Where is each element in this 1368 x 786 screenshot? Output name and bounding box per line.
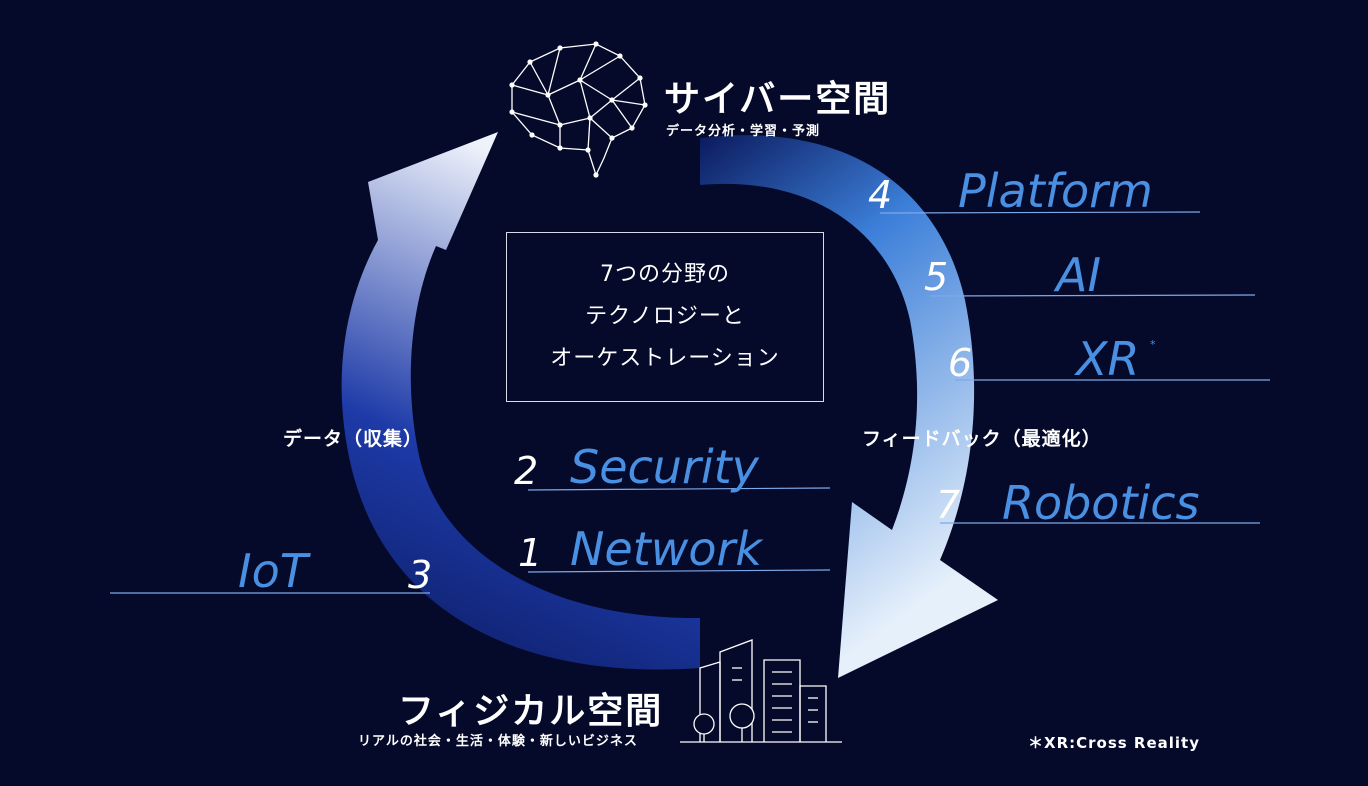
- tech-underlines: [110, 211, 1270, 594]
- center-line-3: オーケストレーション: [550, 346, 780, 371]
- cyber-space-subtitle: データ分析・学習・予測: [666, 124, 821, 139]
- tech-6-number: 6: [948, 341, 973, 385]
- tech-1-number: 1: [518, 531, 543, 575]
- feedback-label: フィードバック（最適化）: [862, 428, 1102, 450]
- tech-5-name: AI: [1056, 248, 1102, 302]
- center-box: 7つの分野の テクノロジーと オーケストレーション: [506, 232, 824, 402]
- tech-5-number: 5: [924, 255, 949, 299]
- feedback-arrow: [700, 135, 998, 679]
- center-line-1: 7つの分野の: [600, 262, 730, 287]
- tech-1-name: Network: [570, 522, 763, 576]
- city-buildings-icon: [680, 639, 842, 743]
- tech-4-name: Platform: [958, 164, 1153, 218]
- physical-space-subtitle: リアルの社会・生活・体験・新しいビジネス: [358, 734, 638, 749]
- tech-7-number: 7: [936, 483, 961, 527]
- center-line-2: テクノロジーと: [585, 304, 745, 329]
- brain-network-icon: [511, 43, 646, 177]
- data-collection-label: データ（収集）: [283, 428, 424, 450]
- tech-6-name: XR: [1076, 332, 1140, 386]
- cyber-space-title: サイバー空間: [664, 79, 892, 120]
- tech-3-name: IoT: [238, 544, 308, 598]
- data-collection-arrow: [341, 132, 700, 670]
- xr-footnote: ＊XR:Cross Reality: [1028, 734, 1200, 752]
- brain-nodes: [509, 41, 648, 178]
- tech-2-number: 2: [514, 449, 539, 493]
- tech-2-name: Security: [570, 440, 759, 494]
- xr-marker: *: [1150, 338, 1156, 351]
- tech-7-name: Robotics: [1002, 476, 1200, 530]
- tech-4-number: 4: [868, 173, 893, 217]
- physical-space-title: フィジカル空間: [398, 691, 664, 732]
- tech-3-number: 3: [408, 553, 433, 597]
